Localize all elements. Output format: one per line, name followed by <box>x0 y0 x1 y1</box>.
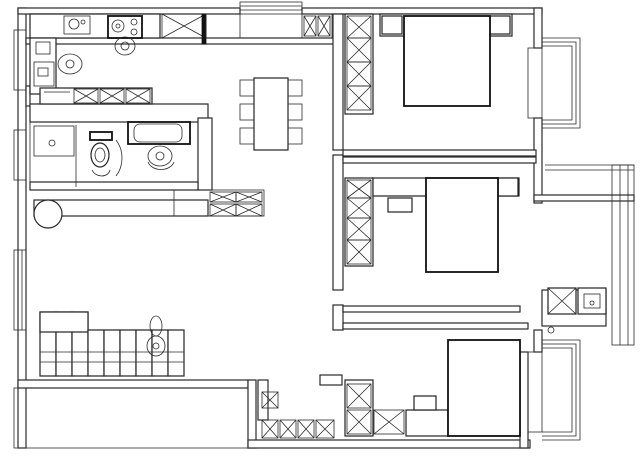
person-icon <box>114 36 136 56</box>
washer <box>547 287 607 334</box>
kitchen-sink <box>63 15 91 35</box>
windows <box>13 1 635 441</box>
dining-table <box>239 77 303 151</box>
sofa <box>39 311 185 377</box>
hall-cabinets <box>173 189 265 217</box>
person-icon <box>57 53 83 75</box>
person-icon <box>147 145 173 167</box>
bathroom <box>33 121 191 177</box>
toilet <box>89 131 113 168</box>
bedroom-2 <box>344 177 520 273</box>
person-icon <box>146 315 166 357</box>
bathtub <box>127 121 191 145</box>
bed <box>403 15 491 107</box>
bedroom-3 <box>344 339 521 437</box>
bed <box>447 339 521 437</box>
lower-closet <box>261 391 335 439</box>
storage-cabinets <box>161 13 333 45</box>
bedroom-1 <box>344 13 513 115</box>
outer-walls <box>13 7 635 449</box>
bed <box>425 177 499 273</box>
stove <box>107 15 143 39</box>
interior-walls <box>25 13 607 421</box>
kitchen <box>29 13 161 105</box>
